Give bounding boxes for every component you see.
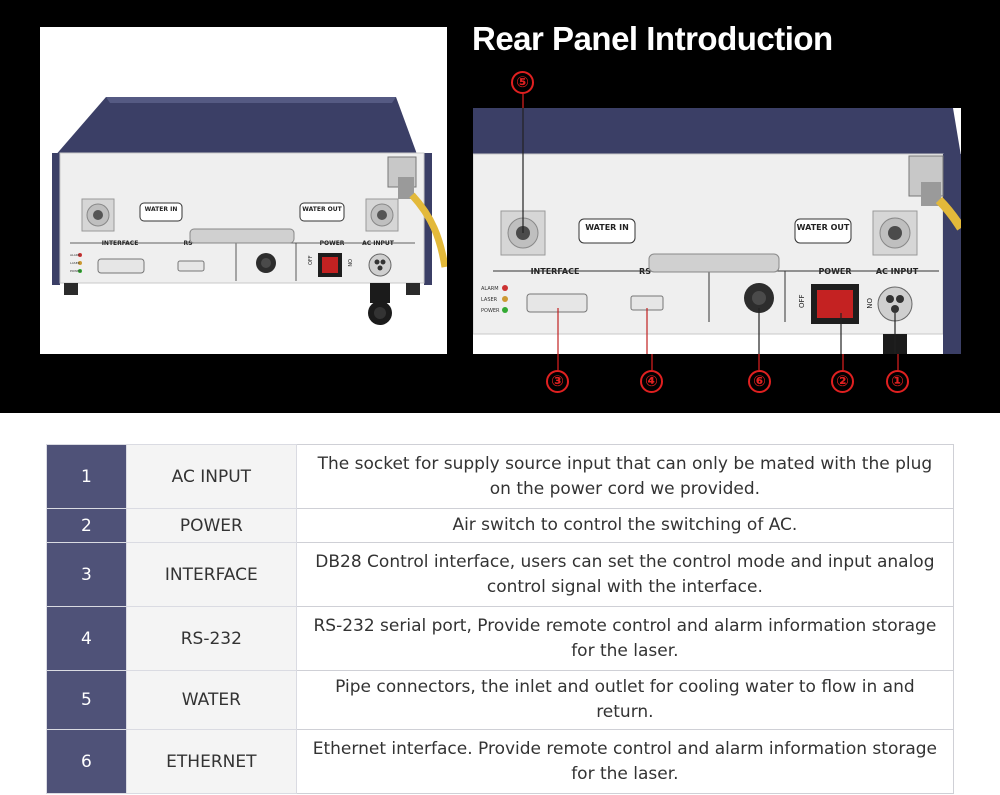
led-label-laser-right: LASER: [481, 297, 498, 303]
label-rs-left: RS: [184, 240, 193, 247]
label-on-right: ON: [865, 298, 873, 309]
table-row: 6 ETHERNET Ethernet interface. Provide r…: [46, 729, 955, 794]
table-row: 4 RS-232 RS-232 serial port, Provide rem…: [46, 606, 955, 671]
label-ac-input-left: AC INPUT: [362, 240, 395, 247]
row-number: 6: [46, 729, 127, 794]
label-water-in-right: WATER IN: [585, 223, 629, 232]
callout-5: ⑤: [511, 71, 534, 94]
row-name: POWER: [125, 508, 297, 543]
led-label-laser-left: LASER: [70, 261, 80, 265]
label-off-right: OFF: [798, 294, 806, 308]
label-interface-left: INTERFACE: [102, 240, 139, 247]
row-description: Air switch to control the switching of A…: [295, 508, 955, 543]
rear-panel-photo-zoomed: WATER IN WATER OUT INTERFACE RS POWER AC…: [473, 108, 961, 354]
callout-1: ①: [886, 370, 909, 393]
led-label-power-left: POWER: [70, 269, 81, 273]
callout-6: ⑥: [748, 370, 771, 393]
led-label-alarm-right: ALARM: [481, 286, 499, 292]
callout-leader-lines: [522, 94, 899, 370]
label-on-left: ON: [346, 259, 352, 267]
row-description: The socket for supply source input that …: [295, 444, 955, 509]
row-description: Ethernet interface. Provide remote contr…: [295, 729, 955, 794]
label-power-left: POWER: [320, 240, 345, 247]
table-row: 3 INTERFACE DB28 Control interface, user…: [46, 542, 955, 607]
callout-4: ④: [640, 370, 663, 393]
label-off-left: OFF: [308, 255, 314, 265]
callout-3: ③: [546, 370, 569, 393]
row-number: 4: [46, 606, 127, 671]
led-label-power-right: POWER: [481, 308, 500, 314]
row-number: 2: [46, 508, 127, 543]
row-name: RS-232: [125, 606, 297, 671]
page-title: Rear Panel Introduction: [472, 20, 833, 57]
label-water-out-right: WATER OUT: [797, 223, 850, 232]
label-water-in-left: WATER IN: [145, 206, 178, 213]
row-number: 3: [46, 542, 127, 607]
table-row: 2 POWER Air switch to control the switch…: [46, 508, 955, 543]
rear-panel-spec-table: 1 AC INPUT The socket for supply source …: [46, 444, 955, 794]
led-label-alarm-left: ALARM: [70, 253, 81, 257]
row-name: WATER: [125, 670, 297, 730]
table-row: 5 WATER Pipe connectors, the inlet and o…: [46, 670, 955, 730]
row-name: AC INPUT: [125, 444, 297, 509]
row-name: INTERFACE: [125, 542, 297, 607]
label-water-out-left: WATER OUT: [302, 206, 342, 213]
device-rear-zoomed-illustration: WATER IN WATER OUT INTERFACE RS POWER AC…: [473, 108, 961, 354]
row-name: ETHERNET: [125, 729, 297, 794]
rear-panel-photo-full: WATER IN WATER OUT INTERFACE RS POWER AC…: [40, 27, 449, 354]
row-number: 5: [46, 670, 127, 730]
device-rear-illustration: WATER IN WATER OUT INTERFACE RS POWER AC…: [52, 97, 449, 325]
row-description: Pipe connectors, the inlet and outlet fo…: [295, 670, 955, 730]
row-description: RS-232 serial port, Provide remote contr…: [295, 606, 955, 671]
row-number: 1: [46, 444, 127, 509]
callout-2: ②: [831, 370, 854, 393]
table-row: 1 AC INPUT The socket for supply source …: [46, 444, 955, 509]
row-description: DB28 Control interface, users can set th…: [295, 542, 955, 607]
